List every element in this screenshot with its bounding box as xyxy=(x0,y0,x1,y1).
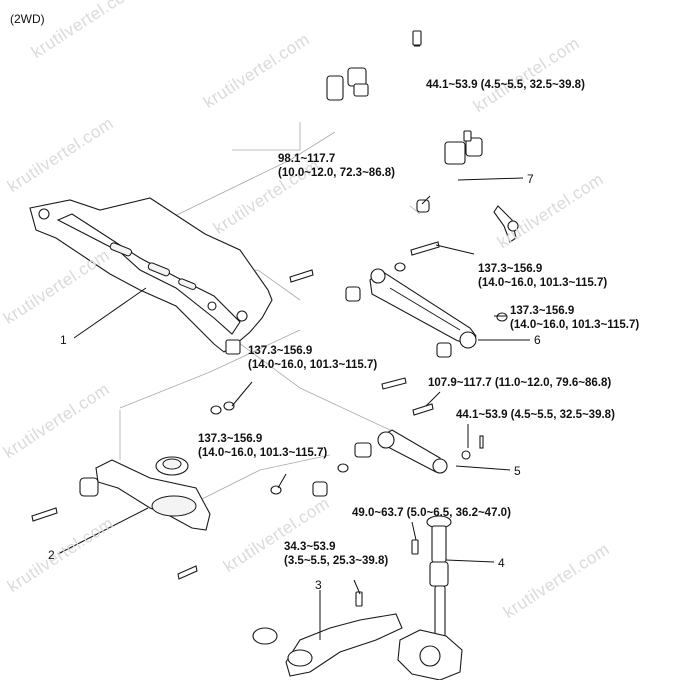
lateral-arm xyxy=(337,403,484,474)
torque-callout-nut5: 44.1~53.9 (4.5~5.5, 32.5~39.8) xyxy=(456,408,615,422)
torque-value-alt: (14.0~16.0, 101.3~115.7) xyxy=(478,277,608,289)
torque-value: 137.3~156.9 xyxy=(198,433,263,445)
torque-value: 34.3~53.9 xyxy=(284,541,336,553)
torque-callout-link: 98.1~117.7 (10.0~12.0, 72.3~86.8) xyxy=(278,152,395,180)
torque-callout-crossmember: 137.3~156.9 (14.0~16.0, 101.3~115.7) xyxy=(248,344,377,372)
part-number-3: 3 xyxy=(315,578,322,592)
lower-arm xyxy=(31,401,328,580)
torque-callout-arm6-a: 137.3~156.9 (14.0~16.0, 101.3~115.7) xyxy=(478,262,607,290)
torque-value-alt: (14.0~16.0, 101.3~115.7) xyxy=(510,319,640,331)
torque-value: 44.1~53.9 (4.5~5.5, 32.5~39.8) xyxy=(456,409,615,421)
torque-value: 137.3~156.9 xyxy=(478,263,543,275)
part-number-2: 2 xyxy=(48,548,55,562)
crossmember xyxy=(29,197,273,355)
part-number-7: 7 xyxy=(527,172,534,186)
torque-value: 49.0~63.7 (5.0~6.5, 36.2~47.0) xyxy=(352,507,511,519)
part-number-4: 4 xyxy=(498,556,505,570)
part-number-6: 6 xyxy=(534,333,541,347)
variant-label: (2WD) xyxy=(10,12,45,26)
torque-callout-arm6-b: 137.3~156.9 (14.0~16.0, 101.3~115.7) xyxy=(510,304,639,332)
torque-callout-arm5: 107.9~117.7 (11.0~12.0, 79.6~86.8) xyxy=(428,376,611,390)
torque-callout-shock: 49.0~63.7 (5.0~6.5, 36.2~47.0) xyxy=(352,506,511,520)
leader-lines xyxy=(57,45,530,640)
torque-callout-lower-arm: 137.3~156.9 (14.0~16.0, 101.3~115.7) xyxy=(198,432,327,460)
torque-callout-trailing: 34.3~53.9 (3.5~5.5, 25.3~39.8) xyxy=(284,540,388,568)
torque-callout-stabilizer: 44.1~53.9 (4.5~5.5, 32.5~39.8) xyxy=(426,78,585,92)
torque-value: 98.1~117.7 xyxy=(278,153,336,165)
torque-value-alt: (10.0~12.0, 72.3~86.8) xyxy=(278,167,396,179)
torque-value: 137.3~156.9 xyxy=(248,345,313,357)
torque-value-alt: (3.5~5.5, 25.3~39.8) xyxy=(284,555,389,567)
torque-value: 44.1~53.9 (4.5~5.5, 32.5~39.8) xyxy=(426,79,585,91)
upper-arm xyxy=(289,241,508,390)
shock-absorber xyxy=(355,515,452,645)
torque-value: 107.9~117.7 (11.0~12.0, 79.6~86.8) xyxy=(428,377,612,389)
trailing-arm xyxy=(252,613,463,680)
torque-value: 137.3~156.9 xyxy=(510,305,575,317)
stabilizer-bar xyxy=(281,30,519,243)
part-number-1: 1 xyxy=(60,333,67,347)
torque-value-alt: (14.0~16.0, 101.3~115.7) xyxy=(248,359,378,371)
torque-value-alt: (14.0~16.0, 101.3~115.7) xyxy=(198,447,328,459)
part-number-5: 5 xyxy=(514,464,521,478)
